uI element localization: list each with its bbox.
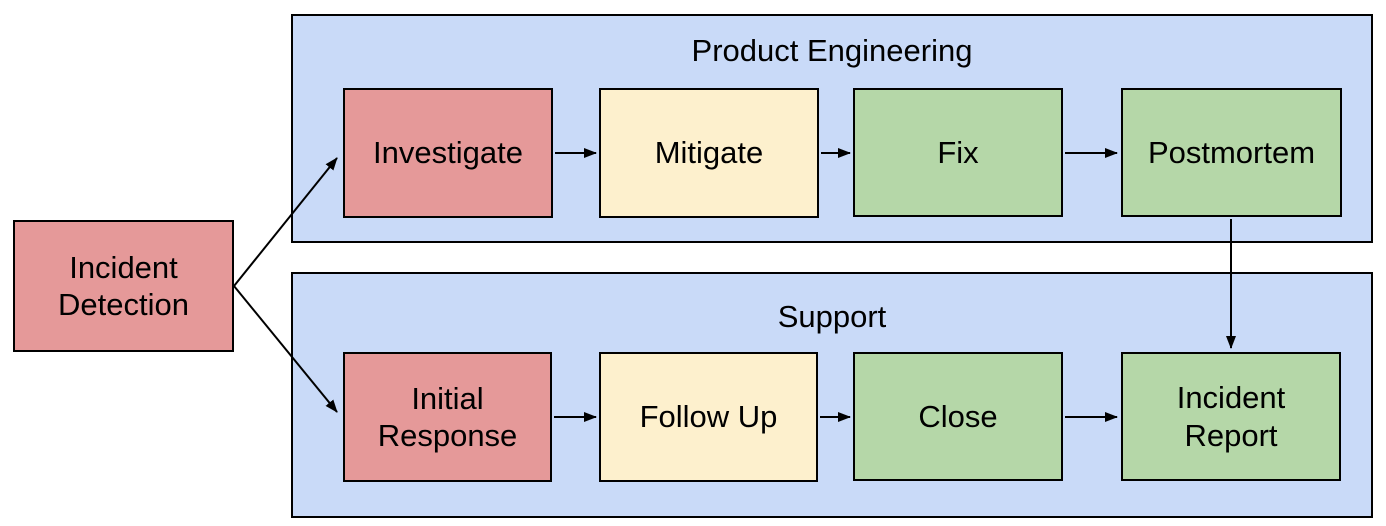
node-postmortem: Postmortem [1121,88,1342,217]
node-fix: Fix [853,88,1063,217]
node-incident-detection: Incident Detection [13,220,234,352]
node-incident-report: Incident Report [1121,352,1341,481]
node-follow-up: Follow Up [599,352,818,482]
node-close: Close [853,352,1063,481]
group-title-product-engineering: Product Engineering [691,33,973,68]
node-initial-response: Initial Response [343,352,552,482]
node-investigate: Investigate [343,88,553,218]
node-mitigate: Mitigate [599,88,819,218]
group-title-support: Support [777,299,887,334]
